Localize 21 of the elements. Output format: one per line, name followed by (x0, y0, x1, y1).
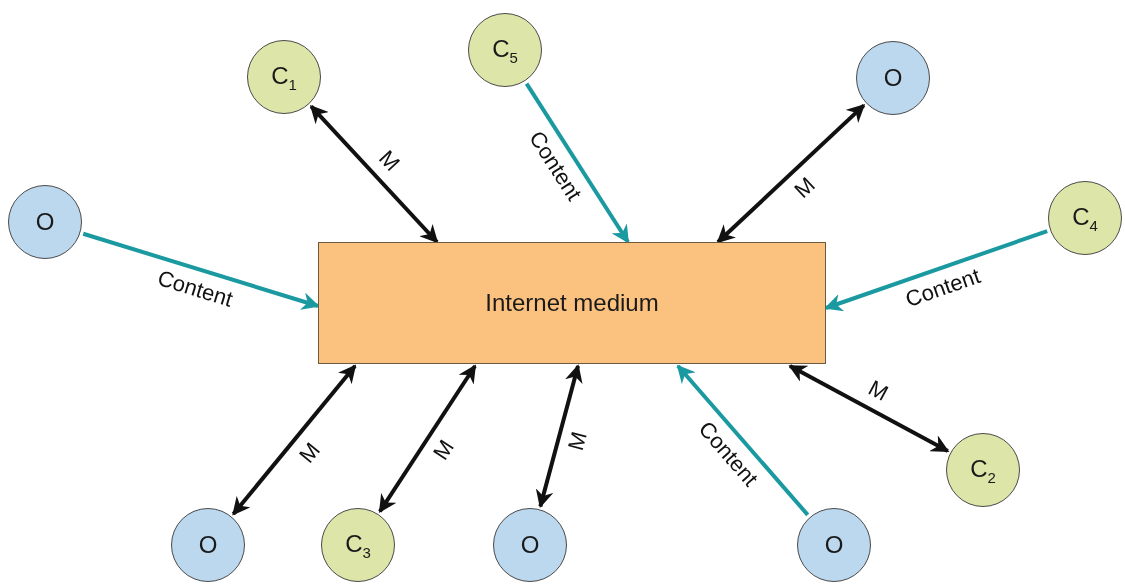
node-circle: O (171, 508, 245, 582)
arrow (82, 231, 320, 310)
double-arrow (788, 364, 950, 453)
node-circle: O (797, 508, 871, 582)
double-arrow (378, 364, 477, 513)
node-circle: O (493, 508, 567, 582)
arrow (524, 82, 630, 244)
medium-box: Internet medium (318, 242, 826, 364)
arrow (676, 364, 810, 517)
node-circle: C$_{2}$ (946, 433, 1020, 507)
node-circle: C$_{5}$ (468, 13, 542, 87)
node-circle: C$_{4}$ (1048, 181, 1122, 255)
double-arrow (231, 364, 357, 516)
double-arrow (535, 364, 583, 509)
arrow (824, 229, 1048, 312)
node-circle: C$_{1}$ (247, 40, 321, 114)
double-arrow (309, 104, 439, 244)
node-circle: O (8, 185, 82, 259)
double-arrow (716, 103, 866, 244)
node-circle: O (856, 41, 930, 115)
node-circle: C$_{3}$ (321, 508, 395, 582)
